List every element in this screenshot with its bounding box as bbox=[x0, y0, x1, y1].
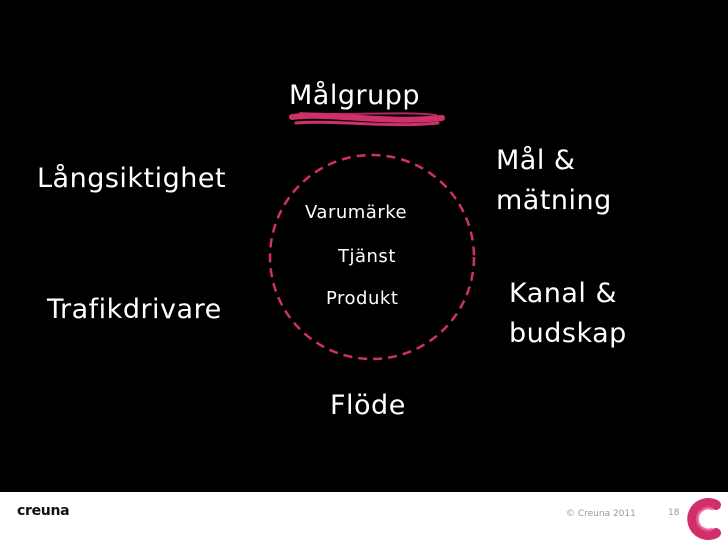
page-number: 18 bbox=[668, 508, 680, 518]
label-long-term: Långsiktighet bbox=[37, 163, 227, 194]
core-label-brand: Varumärke bbox=[305, 202, 408, 223]
diagram-graphics bbox=[268, 112, 476, 361]
footer-copyright: © Creuna 2011 bbox=[566, 509, 636, 519]
core-label-service: Tjänst bbox=[338, 246, 396, 267]
label-traffic-drivers: Trafikdrivare bbox=[47, 294, 222, 325]
slide-footer: creuna © Creuna 2011 18 bbox=[0, 492, 728, 547]
label-target-group: Målgrupp bbox=[289, 80, 420, 111]
creuna-c-logo-icon bbox=[687, 498, 721, 540]
creuna-wordmark: creuna bbox=[17, 503, 70, 519]
label-channel-message: Kanal & budskap bbox=[509, 278, 627, 349]
dashed-core-circle bbox=[268, 153, 476, 361]
core-label-product: Produkt bbox=[326, 288, 399, 309]
label-goals-measurement: Mål & mätning bbox=[496, 145, 612, 216]
label-flow: Flöde bbox=[330, 390, 406, 421]
diagram-canvas: Målgrupp Långsiktighet Trafikdrivare Mål… bbox=[0, 0, 728, 492]
brush-stroke-underline-icon bbox=[289, 112, 445, 127]
